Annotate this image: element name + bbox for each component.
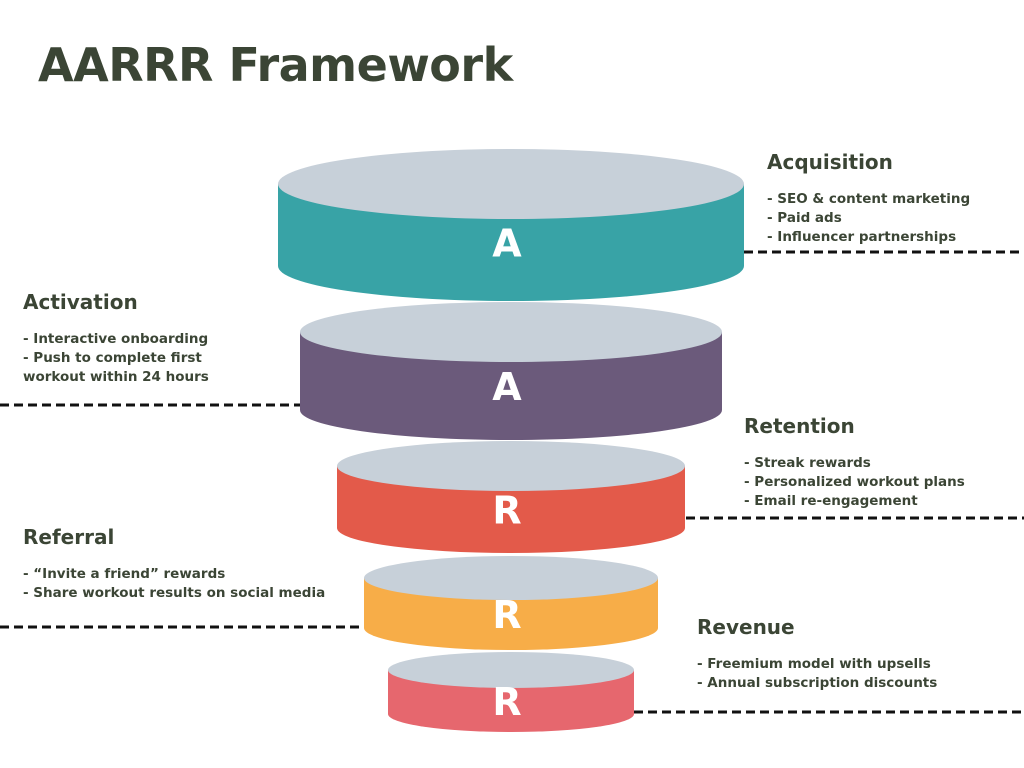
callout-heading: Activation (23, 290, 138, 314)
callout-activation: Activation - Interactive onboarding - Pu… (23, 290, 263, 387)
callout-bullet: - Personalized workout plans (744, 474, 965, 490)
callout-retention: Retention - Streak rewards - Personalize… (744, 414, 965, 511)
funnel-stage-letter: R (492, 489, 521, 533)
callout-heading: Referral (23, 525, 115, 549)
funnel-disc-top (300, 302, 722, 362)
funnel-stage-revenue: R (388, 652, 634, 732)
callout-acquisition: Acquisition - SEO & content marketing - … (767, 150, 970, 247)
callout-bullet: - Freemium model with upsells (697, 656, 931, 672)
funnel-stage-retention: R (337, 441, 685, 553)
callout-bullet: - Influencer partnerships (767, 229, 957, 245)
callout-bullet: - Email re-engagement (744, 493, 918, 509)
callout-referral: Referral - “Invite a friend” rewards - S… (23, 525, 325, 603)
callout-revenue: Revenue - Freemium model with upsells - … (697, 615, 937, 693)
funnel-disc-top (337, 441, 685, 491)
callout-heading: Revenue (697, 615, 795, 639)
callout-bullet: - Push to complete first workout within … (23, 350, 209, 385)
callout-bullet: - Paid ads (767, 210, 842, 226)
callout-bullet: - Annual subscription discounts (697, 675, 938, 691)
funnel-stage-referral: R (364, 556, 658, 650)
callout-bullet: - Interactive onboarding (23, 331, 209, 347)
callout-heading: Acquisition (767, 150, 893, 174)
funnel-stage-letter: A (492, 222, 522, 266)
funnel-stage-activation: A (300, 302, 722, 440)
callout-bullet: - “Invite a friend” rewards (23, 566, 226, 582)
callout-bullet: - Streak rewards (744, 455, 871, 471)
funnel-disc-body (300, 332, 722, 440)
callout-bullet: - SEO & content marketing (767, 191, 971, 207)
funnel-stage-letter: R (492, 593, 521, 637)
page-title: AARRR Framework (38, 38, 513, 92)
funnel-disc-body (337, 466, 685, 553)
callout-bullet: - Share workout results on social media (23, 585, 326, 601)
funnel-stage-letter: R (492, 680, 521, 724)
funnel-stage-letter: A (492, 365, 522, 409)
funnel-disc-top (278, 149, 744, 219)
funnel-disc-top (388, 652, 634, 688)
callout-heading: Retention (744, 414, 855, 438)
funnel-stage-acquisition: A (278, 149, 744, 301)
funnel-disc-top (364, 556, 658, 600)
